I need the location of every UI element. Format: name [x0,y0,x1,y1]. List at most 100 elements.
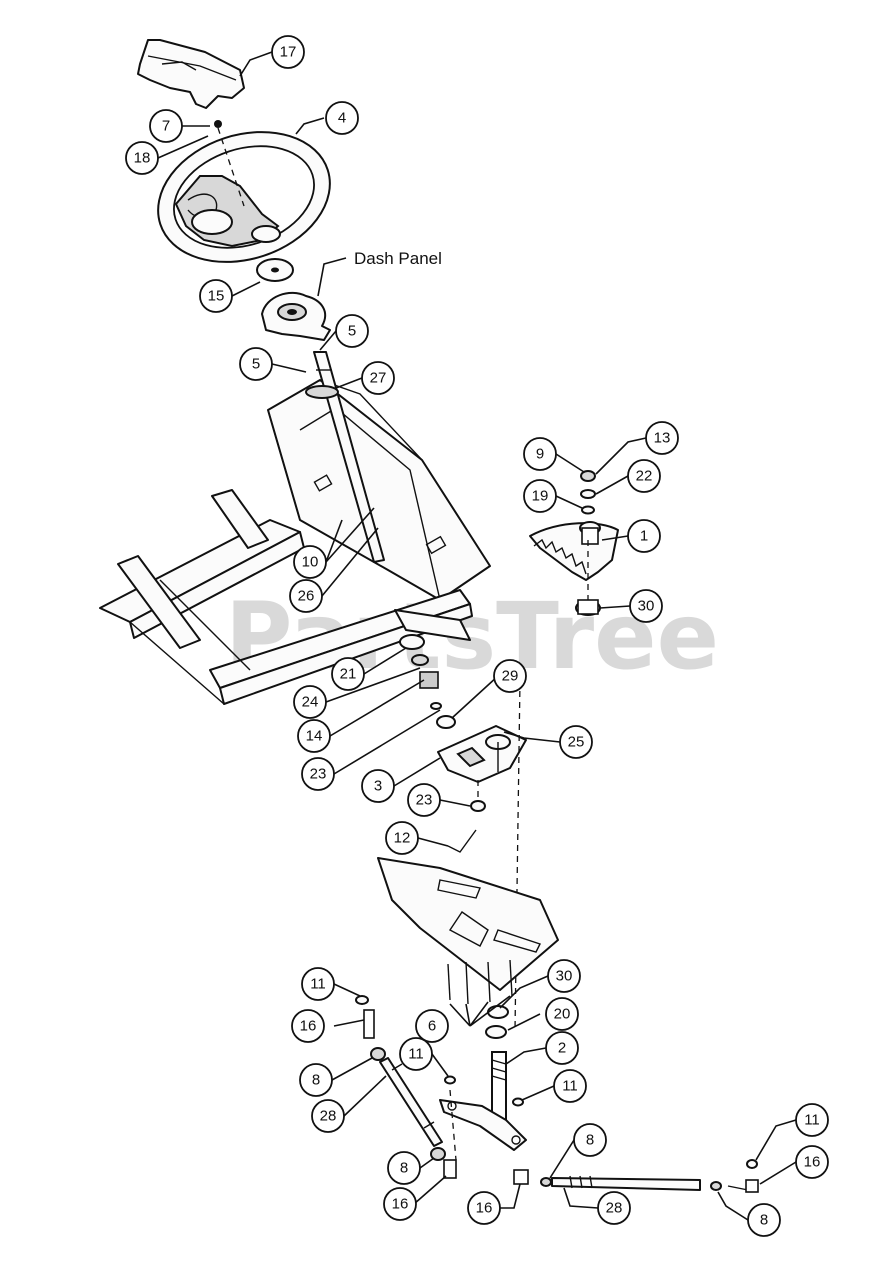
callout-30-upper: 30 [629,589,663,623]
svg-text:3: 3 [374,778,382,795]
svg-text:8: 8 [760,1212,768,1229]
washer-lower [470,800,486,812]
svg-text:11: 11 [804,1112,820,1129]
steering-shaft [305,351,385,563]
svg-text:5: 5 [252,356,260,373]
dash-panel-label: Dash Panel [354,249,442,268]
callout-23-upper: 23 [301,757,335,791]
callout-11-arm: 11 [553,1069,587,1103]
svg-text:17: 17 [280,44,297,61]
callout-8-right: 8 [747,1203,781,1237]
steering-wheel-cap [137,39,245,109]
svg-text:6: 6 [428,1018,436,1035]
callout-28-left: 28 [311,1099,345,1133]
svg-text:21: 21 [340,666,357,683]
callout-16-bottom-center: 16 [467,1191,501,1225]
callout-11-right: 11 [795,1103,829,1137]
svg-text:20: 20 [554,1006,571,1023]
callout-12: 12 [385,821,419,855]
nut-11c [512,1097,524,1107]
callout-16-left: 16 [291,1009,325,1043]
drag-link-left [355,995,457,1179]
svg-text:12: 12 [394,830,411,847]
svg-text:26: 26 [298,588,315,605]
svg-text:16: 16 [804,1154,821,1171]
callout-7: 7 [149,109,183,143]
dash-panel-bellows [261,291,331,341]
callout-19: 19 [523,479,557,513]
svg-text:11: 11 [310,976,326,993]
svg-text:8: 8 [312,1072,320,1089]
svg-text:28: 28 [320,1108,337,1125]
washer-20 [485,1025,507,1039]
dash-tower [267,379,491,601]
callout-9: 9 [523,437,557,471]
svg-text:2: 2 [558,1040,566,1057]
svg-text:15: 15 [208,288,225,305]
callout-18: 18 [125,141,159,175]
svg-text:1: 1 [640,528,648,545]
svg-text:8: 8 [586,1132,594,1149]
svg-text:11: 11 [408,1046,424,1063]
steering-bracket [437,725,527,783]
svg-text:30: 30 [638,598,655,615]
callout-27: 27 [361,361,395,395]
callout-4: 4 [325,101,359,135]
callout-8-left-lower: 8 [387,1151,421,1185]
callout-16-right: 16 [795,1145,829,1179]
sector-gear [529,521,619,581]
callout-11-mid: 11 [399,1037,433,1071]
svg-text:27: 27 [370,370,387,387]
svg-text:10: 10 [302,554,319,571]
sector-hardware [580,470,596,515]
svg-text:5: 5 [348,323,356,340]
callout-10: 10 [293,545,327,579]
callout-26: 26 [289,579,323,613]
floor-plate [377,857,559,991]
svg-text:29: 29 [502,668,519,685]
callout-21: 21 [331,657,365,691]
callout-8-left-upper: 8 [299,1063,333,1097]
svg-text:23: 23 [416,792,433,809]
centerline-left [449,1089,457,1161]
svg-text:16: 16 [300,1018,317,1035]
frame-rails [99,489,473,705]
bushing-lower [487,1005,509,1019]
callout-2: 2 [545,1031,579,1065]
svg-text:28: 28 [606,1200,623,1217]
callout-5-left: 5 [239,347,273,381]
callout-30-lower: 30 [547,959,581,993]
pinion-hardware [399,634,456,729]
callout-8-center: 8 [573,1123,607,1157]
cotter-pin [447,829,477,853]
svg-text:11: 11 [562,1078,578,1095]
svg-text:7: 7 [162,118,170,135]
callout-6: 6 [415,1009,449,1043]
steering-arm [439,1051,527,1151]
svg-text:23: 23 [310,766,327,783]
svg-text:9: 9 [536,446,544,463]
steering-wheel [157,120,331,263]
svg-text:25: 25 [568,734,585,751]
drag-link-right [513,1159,759,1193]
svg-text:24: 24 [302,694,319,711]
callout-24: 24 [293,685,327,719]
callout-22: 22 [627,459,661,493]
callout-11-top-left: 11 [301,967,335,1001]
svg-text:22: 22 [636,468,653,485]
steering-hub [256,258,294,282]
svg-text:13: 13 [654,430,671,447]
callout-17: 17 [271,35,305,69]
svg-text:14: 14 [306,728,323,745]
callout-28-right: 28 [597,1191,631,1225]
svg-text:4: 4 [338,110,346,127]
bushing-upper [575,599,601,616]
svg-text:19: 19 [532,488,549,505]
callout-16-bottom-left: 16 [383,1187,417,1221]
svg-text:16: 16 [476,1200,493,1217]
callout-3: 3 [361,769,395,803]
callout-25: 25 [559,725,593,759]
callout-1: 1 [627,519,661,553]
callout-20: 20 [545,997,579,1031]
